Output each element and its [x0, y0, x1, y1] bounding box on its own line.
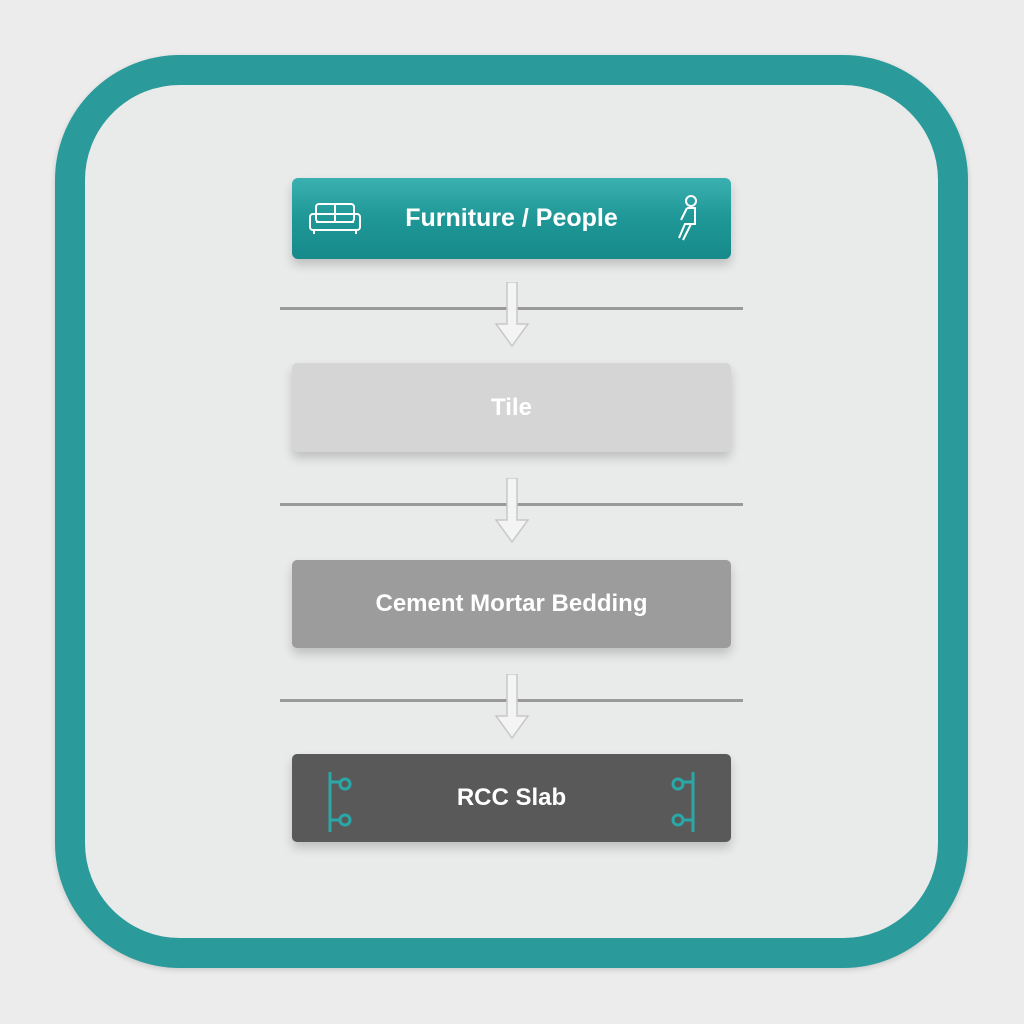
layer-rcc-slab: RCC Slab: [292, 754, 731, 842]
rebar-icon: [328, 772, 352, 832]
arrow-down-icon: [494, 674, 530, 740]
arrow-down-icon: [494, 478, 530, 544]
layer-label: Tile: [491, 393, 532, 421]
arrow-down-icon: [494, 282, 530, 348]
layer-tile: Tile: [292, 363, 731, 452]
seated-person-icon: [678, 195, 697, 241]
rebar-icon: [671, 772, 695, 832]
layer-label: Cement Mortar Bedding: [375, 590, 648, 617]
layer-label: Furniture / People: [405, 204, 618, 232]
layer-label: RCC Slab: [456, 784, 567, 811]
sofa-icon: [309, 203, 361, 234]
layer-furniture-people: Furniture / People: [292, 178, 731, 259]
layer-cement-mortar-bedding: Cement Mortar Bedding: [292, 560, 731, 648]
